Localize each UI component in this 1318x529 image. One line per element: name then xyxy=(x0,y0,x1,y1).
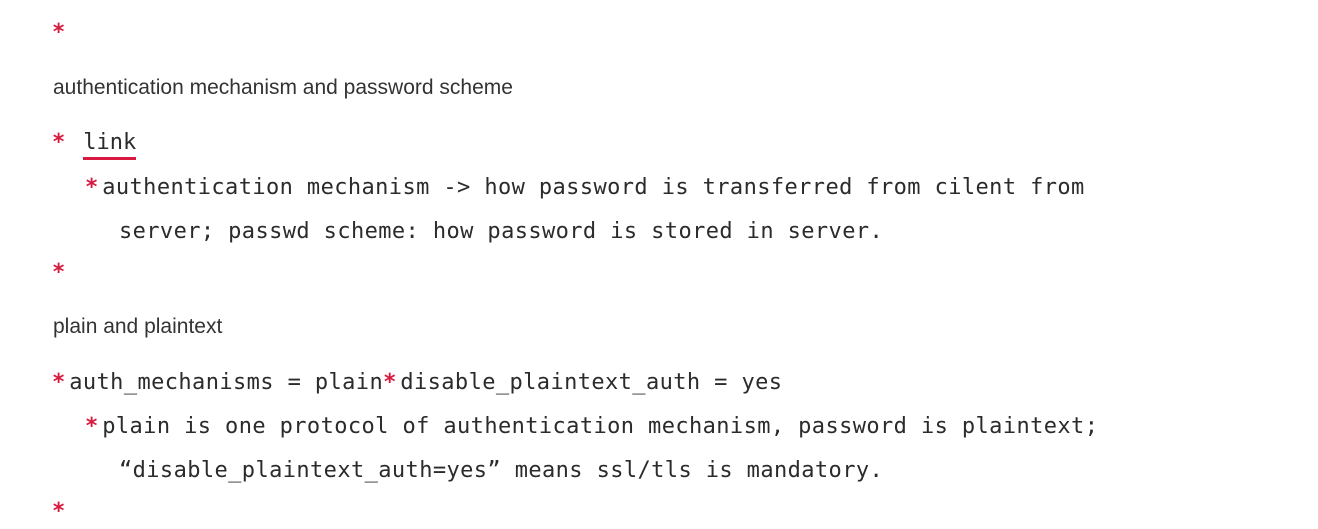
bullet-star: * xyxy=(52,130,66,155)
sub-item-plain-note: * plain is one protocol of authenticatio… xyxy=(85,414,1098,439)
bullet-line: * xyxy=(52,499,65,524)
note-text-line2: “disable_plaintext_auth=yes” means ssl/t… xyxy=(119,458,884,483)
bullet-star: * xyxy=(52,20,66,45)
bullet-star: * xyxy=(52,260,66,285)
bullet-star: * xyxy=(383,370,397,395)
note-text-line1: plain is one protocol of authentication … xyxy=(102,414,1099,439)
bullet-star: * xyxy=(52,499,66,524)
config-text-plaintext: disable_plaintext_auth = yes xyxy=(400,370,783,395)
bullet-line: * xyxy=(52,20,65,45)
bullet-star: * xyxy=(52,370,66,395)
section-heading-plain: plain and plaintext xyxy=(53,315,223,338)
reference-link[interactable]: link xyxy=(83,130,137,160)
note-text-line1: authentication mechanism -> how password… xyxy=(102,175,1085,200)
bullet-star: * xyxy=(85,175,99,200)
link-item: * link xyxy=(52,130,137,160)
section-heading-auth: authentication mechanism and password sc… xyxy=(53,76,513,99)
bullet-star: * xyxy=(85,414,99,439)
config-item: * auth_mechanisms = plain* disable_plain… xyxy=(52,370,782,395)
sub-item-auth-note: * authentication mechanism -> how passwo… xyxy=(85,175,1085,200)
config-text-mechanisms: auth_mechanisms = plain xyxy=(69,370,384,395)
note-text-line2: server; passwd scheme: how password is s… xyxy=(119,219,884,244)
bullet-line: * xyxy=(52,260,65,285)
